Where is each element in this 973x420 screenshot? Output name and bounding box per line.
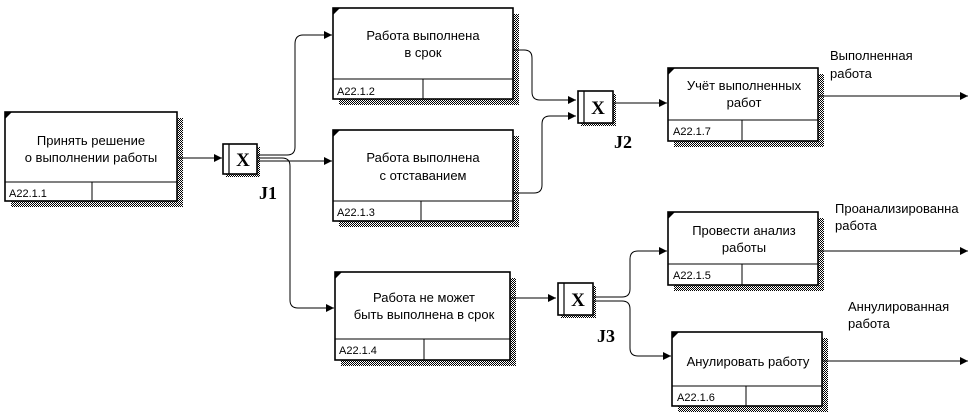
junction-label: J2 [614, 132, 632, 152]
unit-label-line: Работа выполнена [366, 28, 480, 43]
unit-label-line: Работа не может [373, 290, 475, 305]
unit-id: A22.1.1 [9, 188, 47, 200]
arrow-j3-to-a2216 [594, 300, 671, 360]
unit-label-line: Принять решение [37, 133, 145, 148]
junction-symbol: X [571, 290, 585, 311]
unit-label-line: в срок [404, 45, 441, 60]
arrow-j1-to-a2214 [258, 157, 334, 312]
unit-a2216[interactable]: Анулировать работу A22.1.6 [671, 331, 828, 412]
unit-a2214[interactable]: Работа не может быть выполнена в срок A2… [334, 271, 516, 366]
output-label-completed: Выполненная работа [830, 48, 913, 81]
junction-label: J3 [597, 326, 615, 346]
unit-a2215[interactable]: Провести анализ работы A22.1.5 [667, 211, 824, 291]
unit-id: A22.1.6 [677, 392, 715, 404]
output-label-line: Выполненная [830, 48, 913, 63]
output-label-analyzed: Проанализированна работа [835, 201, 959, 233]
junction-j1[interactable]: X J1 [222, 143, 277, 203]
unit-label-line: Анулировать работу [687, 354, 810, 369]
unit-label-line: Работа выполнена [366, 150, 480, 165]
unit-id: A22.1.5 [673, 270, 711, 282]
unit-id: A22.1.3 [337, 207, 375, 219]
junction-symbol: X [591, 98, 605, 119]
output-label-annulled: Аннулированная работа [848, 299, 949, 331]
unit-label-line: работ [727, 95, 762, 110]
arrow-j3-to-a2215 [594, 247, 667, 298]
unit-label-line: работы [722, 240, 766, 255]
connections [178, 31, 968, 365]
unit-label-line: о выполнении работы [25, 150, 158, 165]
output-label-line: работа [848, 316, 891, 331]
unit-id: A22.1.4 [339, 345, 377, 357]
unit-label-line: Провести анализ [692, 223, 796, 238]
junction-j2[interactable]: X J2 [577, 90, 632, 152]
output-label-line: работа [830, 66, 873, 81]
arrow-a2213-to-j2 [513, 112, 576, 194]
output-label-line: Аннулированная [848, 299, 949, 314]
unit-label-line: с отставанием [379, 168, 466, 183]
unit-a2211[interactable]: Принять решение о выполнении работы A22.… [4, 111, 183, 207]
output-label-line: Проанализированна [835, 201, 959, 216]
unit-label-line: Учёт выполненных [687, 78, 802, 93]
junction-j3[interactable]: X J3 [557, 282, 615, 346]
junction-label: J1 [259, 183, 277, 203]
unit-id: A22.1.2 [337, 86, 375, 98]
unit-a2217[interactable]: Учёт выполненных работ A22.1.7 [667, 67, 824, 147]
arrow-a2212-to-j2 [513, 49, 576, 104]
unit-a2212[interactable]: Работа выполнена в срок A22.1.2 [332, 7, 519, 105]
arrow-j1-to-a2212 [258, 31, 332, 156]
junction-symbol: X [236, 150, 250, 171]
unit-label-line: быть выполнена в срок [354, 307, 495, 322]
output-label-line: работа [835, 218, 878, 233]
unit-a2213[interactable]: Работа выполнена с отставанием A22.1.3 [332, 129, 519, 227]
unit-id: A22.1.7 [673, 126, 711, 138]
